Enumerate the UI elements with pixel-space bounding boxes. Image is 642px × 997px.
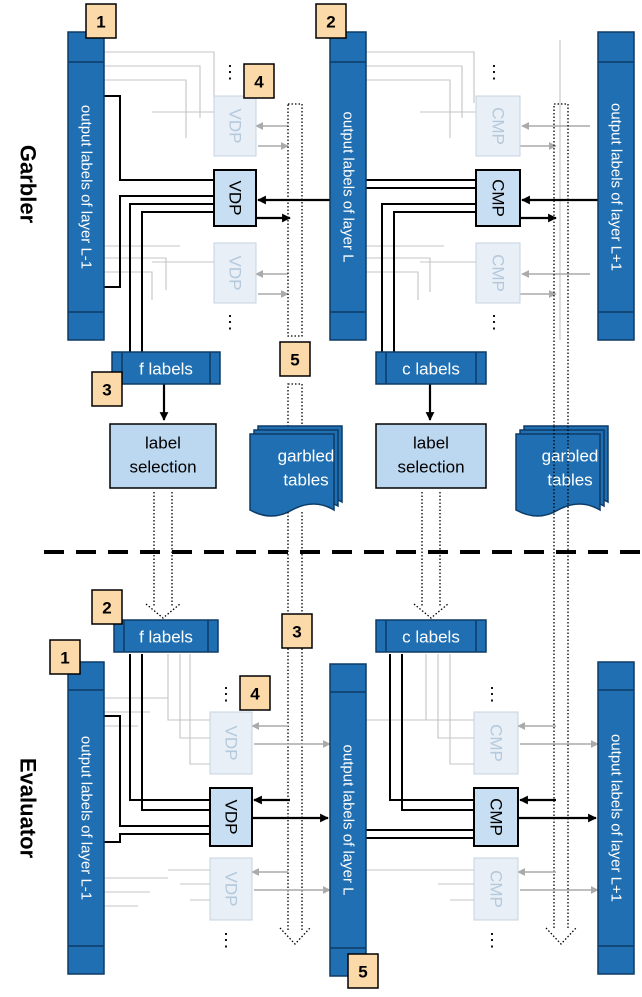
ellipsis-g2: ⋮ (221, 312, 239, 332)
garbler-cmp-label: CMP (489, 179, 508, 217)
garbler-vdp-label: VDP (226, 181, 245, 216)
eval-faded-vdp-bottom: VDP (222, 872, 241, 907)
ellipsis-e2: ⋮ (217, 930, 235, 950)
ellipsis-e3: ⋮ (483, 684, 501, 704)
garbler-selection-c (375, 423, 487, 489)
ellipsis-g4: ⋮ (485, 312, 503, 332)
evaluator-layer-next (597, 661, 635, 975)
garbler-badge-2 (315, 3, 347, 39)
garbler-layer-prev-label: output labels of layer L-1 (78, 105, 95, 269)
garbler-c-labels-bar (375, 351, 487, 385)
garbler-vdp-gate (213, 169, 257, 227)
evaluator-layer-prev-label: output labels of layer L-1 (78, 736, 95, 900)
evaluator-badge-5 (347, 953, 379, 989)
garbler-black-wires (104, 95, 476, 354)
evaluator-badge-2-text: 2 (102, 599, 111, 618)
section-label-garbler: Garbler (16, 145, 41, 224)
evaluator-faded-gates (209, 711, 519, 921)
evaluator-badge-3 (281, 613, 313, 649)
ellipsis-g3: ⋮ (485, 62, 503, 82)
garbled-tables-1-line2: tables (283, 471, 328, 490)
garbler-selection-c-line2: selection (397, 458, 464, 477)
garbler-layer-next (597, 31, 635, 341)
ellipsis-g1: ⋮ (221, 62, 239, 82)
garbler-selection-c-line1: label (413, 434, 449, 453)
evaluator-f-labels-bar (113, 619, 219, 653)
garbled-tables-2-line1: garbled (542, 447, 599, 466)
garbler-selection-f-line1: label (145, 434, 181, 453)
garbler-badge-4-text: 4 (254, 73, 264, 92)
evaluator-vdp-gate (209, 787, 253, 847)
garbler-badge-5 (279, 341, 311, 377)
garbler-layer-cur (329, 31, 367, 341)
faded-cmp-top: CMP (489, 107, 508, 145)
garbled-tables-2-line2: tables (547, 471, 592, 490)
eval-faded-vdp-top: VDP (222, 726, 241, 761)
garbler-badge-1 (85, 3, 117, 39)
garbler-badge-3-text: 3 (102, 381, 111, 400)
ellipsis-e1: ⋮ (217, 684, 235, 704)
garbler-gray-arrows (255, 122, 590, 298)
eval-faded-cmp-top: CMP (487, 724, 506, 762)
garbler-faded-gates (213, 95, 521, 304)
garbled-tables-icon-1 (249, 425, 343, 517)
faded-vdp-top: VDP (226, 109, 245, 144)
evaluator-badge-4 (239, 675, 271, 711)
evaluator-vdp-label: VDP (222, 800, 241, 835)
evaluator-badge-2 (91, 589, 123, 625)
garbler-badge-2-text: 2 (326, 13, 335, 32)
garbler-badge-3 (91, 371, 123, 407)
garbler-badge-4 (243, 63, 275, 99)
evaluator-thin-wires (104, 654, 474, 907)
evaluator-layer-prev (67, 661, 105, 975)
evaluator-black-arrows (252, 795, 597, 823)
evaluator-layer-next-label: output labels of layer L+1 (608, 734, 625, 902)
evaluator-layer-cur (329, 663, 367, 977)
garbler-layer-next-label: output labels of layer L+1 (608, 103, 625, 271)
evaluator-badge-4-text: 4 (250, 685, 260, 704)
faded-vdp-bottom: VDP (226, 256, 245, 291)
garbler-f-labels: f labels (139, 360, 193, 379)
transfer-channels (145, 426, 577, 945)
evaluator-f-labels: f labels (139, 628, 193, 647)
evaluator-c-labels: c labels (402, 628, 460, 647)
garbler-black-arrows (159, 195, 600, 421)
garbler-cmp-gate (475, 169, 521, 227)
evaluator-black-wires (104, 654, 474, 843)
evaluator-badge-1 (49, 639, 81, 675)
evaluator-layer-cur-label: output labels of layer L (340, 745, 357, 896)
garbler-c-labels: c labels (402, 360, 460, 379)
garbler-badge-1-text: 1 (96, 13, 105, 32)
garbled-tables-1-line1: garbled (278, 447, 335, 466)
garbler-badge-5-text: 5 (290, 351, 299, 370)
ellipsis-e4: ⋮ (483, 930, 501, 950)
garbler-selection-f-line2: selection (129, 458, 196, 477)
eval-faded-cmp-bottom: CMP (487, 870, 506, 908)
evaluator-badge-1-text: 1 (60, 649, 69, 668)
evaluator-c-labels-bar (375, 619, 487, 653)
evaluator-badge-3-text: 3 (292, 623, 301, 642)
evaluator-gray-arrows (251, 722, 599, 894)
faded-cmp-bottom: CMP (489, 254, 508, 292)
evaluator-badge-5-text: 5 (358, 963, 367, 982)
section-label-evaluator: Evaluator (16, 758, 41, 859)
garbled-tables-icon-2 (515, 425, 609, 517)
garbler-selection-f (109, 423, 217, 489)
garbler-layer-cur-label: output labels of layer L (340, 112, 357, 263)
evaluator-cmp-label: CMP (487, 798, 506, 836)
evaluator-cmp-gate (473, 787, 519, 847)
garbler-layer-prev (67, 31, 105, 341)
